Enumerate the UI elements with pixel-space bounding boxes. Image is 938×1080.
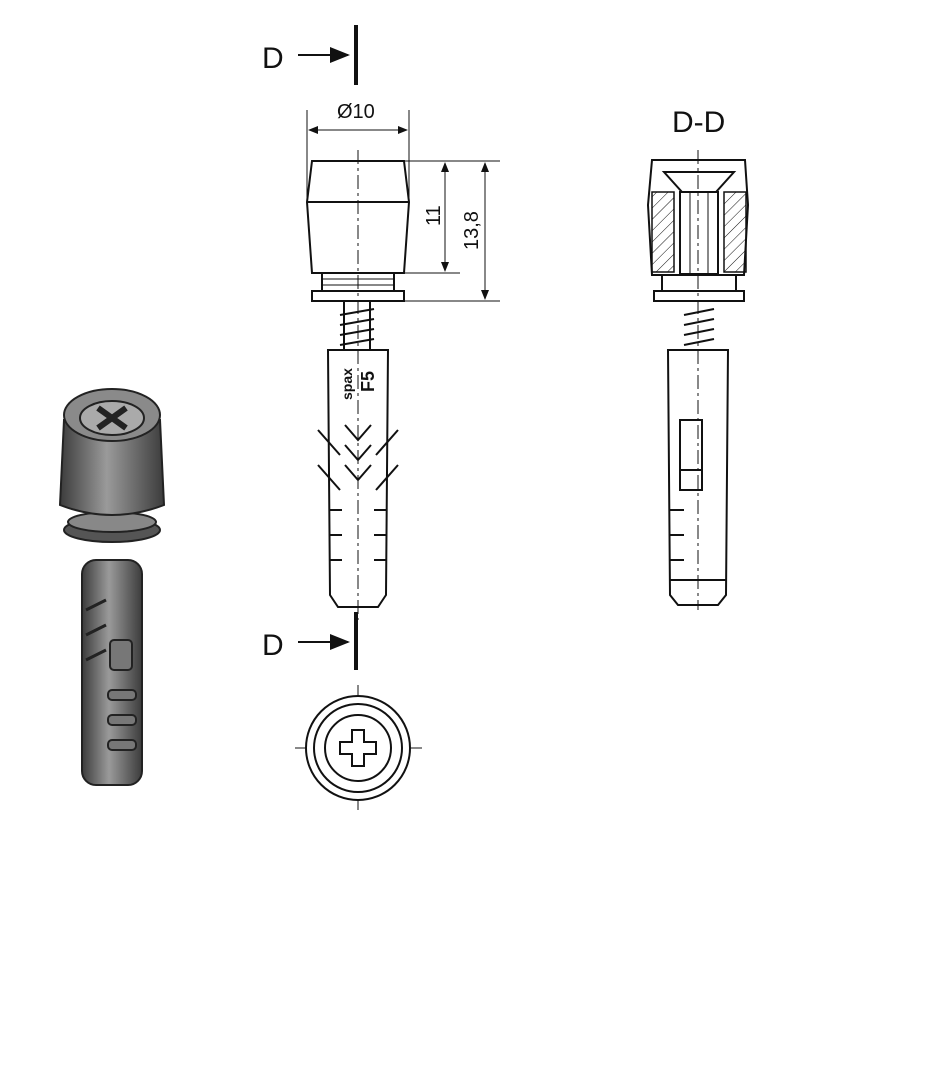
front-view: Ø10 11 13,8 spax F5 — [305, 101, 500, 620]
dim-diameter: Ø10 — [337, 101, 375, 123]
section-label-bottom: D — [262, 629, 284, 662]
dowel-size: F5 — [358, 371, 378, 392]
section-label-top: D — [262, 42, 284, 75]
section-title: D-D — [672, 106, 725, 139]
product-render — [58, 388, 166, 786]
section-view: D-D — [646, 106, 750, 610]
dim-total-height: 13,8 — [461, 211, 483, 250]
dim-cap-height: 11 — [423, 205, 445, 226]
top-view — [295, 685, 422, 810]
dowel-brand: spax — [339, 368, 355, 400]
section-marker-bottom: D — [262, 612, 358, 670]
section-marker-top: D — [262, 25, 358, 85]
